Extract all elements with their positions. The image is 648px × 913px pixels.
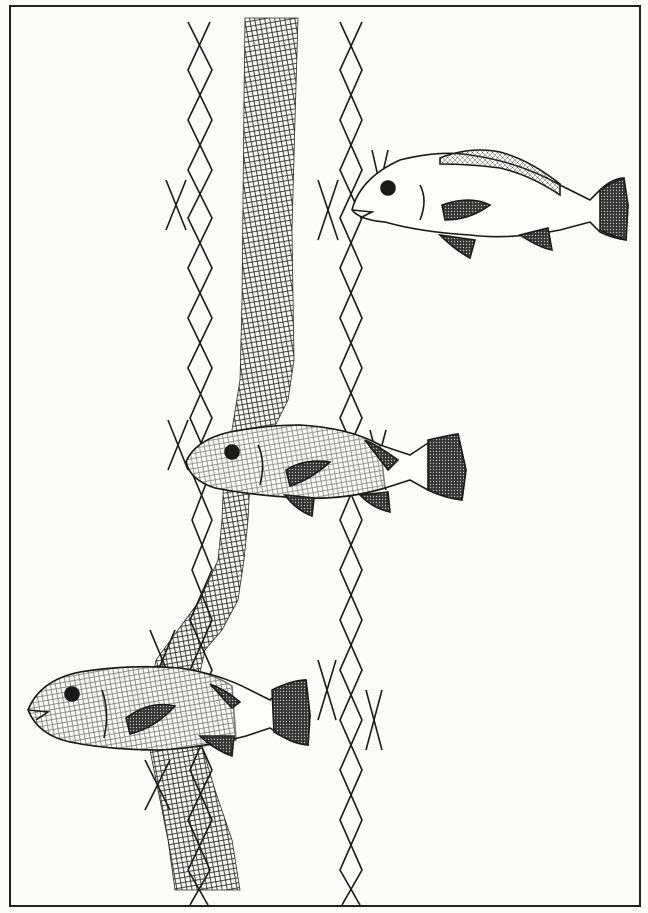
fish-1 [352,150,628,258]
fish-3 [28,667,310,756]
